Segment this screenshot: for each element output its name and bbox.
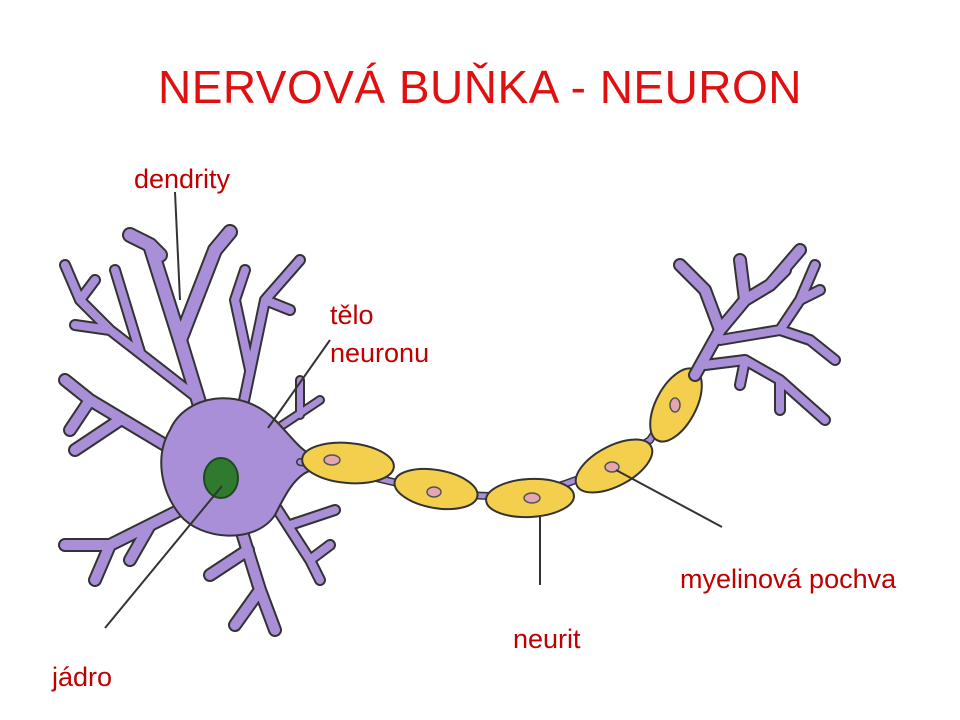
- label-dendrity: dendrity: [134, 164, 231, 194]
- label-neurit: neurit: [513, 624, 581, 654]
- page-title: NERVOVÁ BUŇKA - NEURON: [157, 61, 803, 113]
- label-telo-neuronu: tělo neuronu: [330, 296, 429, 372]
- pointer-lines: [104, 191, 723, 629]
- label-jadro: jádro: [52, 662, 113, 692]
- pointer-myelin: [615, 469, 723, 528]
- nucleus: [203, 457, 239, 499]
- pointer-jadro: [104, 485, 223, 629]
- myelin-segment: [301, 441, 395, 485]
- pointer-dendrity: [174, 191, 181, 301]
- dendrites: [58, 224, 341, 637]
- pointer-telo: [267, 339, 331, 429]
- axon-terminals: [673, 243, 841, 426]
- label-myelinova-pochva: myelinová pochva: [680, 564, 897, 594]
- schwann-nuclei: [323, 397, 681, 504]
- label-telo-line2: neuronu: [330, 338, 430, 368]
- cell-body: [160, 397, 313, 537]
- label-telo-line1: tělo: [330, 300, 374, 330]
